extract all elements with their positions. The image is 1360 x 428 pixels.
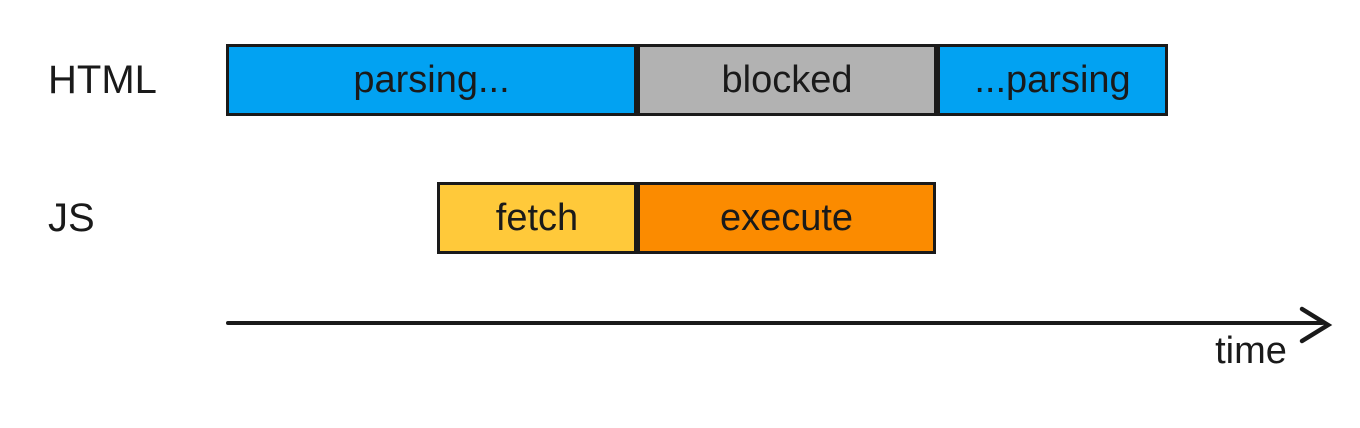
row-label-html: HTML xyxy=(48,58,157,102)
time-axis-arrow-icon xyxy=(1299,306,1333,344)
lane-html: parsing... blocked ...parsing xyxy=(0,44,1360,116)
row-label-js: JS xyxy=(48,196,95,240)
lane-js: fetch execute xyxy=(0,182,1360,254)
time-axis-line xyxy=(226,321,1324,325)
time-axis-label: time xyxy=(1215,330,1287,372)
segment-html-blocked: blocked xyxy=(637,44,937,116)
segment-html-parsing-before: parsing... xyxy=(226,44,637,116)
segment-html-parsing-after: ...parsing xyxy=(937,44,1168,116)
segment-js-execute: execute xyxy=(637,182,936,254)
segment-js-fetch: fetch xyxy=(437,182,637,254)
